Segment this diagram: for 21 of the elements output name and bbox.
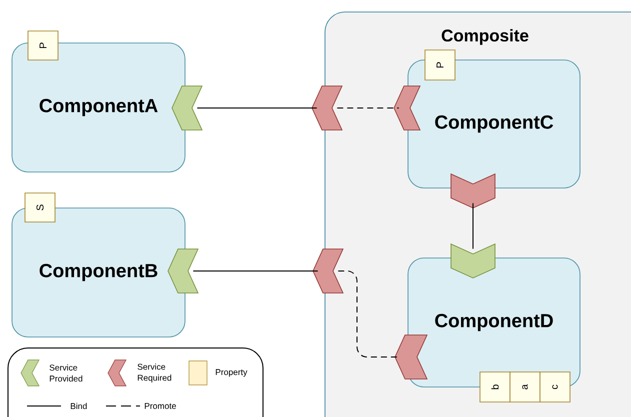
connector xyxy=(472,202,474,250)
legend-label: Service Required xyxy=(138,364,172,382)
legend-label: Promote xyxy=(144,403,176,409)
service-port xyxy=(394,334,428,380)
property-box: S xyxy=(24,192,56,222)
service-port xyxy=(172,86,203,130)
service-port xyxy=(450,173,496,208)
legend-label: Service Provided xyxy=(50,364,82,382)
service-port xyxy=(168,248,199,294)
property-box: P xyxy=(424,50,456,80)
property-box: P xyxy=(28,30,58,60)
service-port xyxy=(312,86,343,130)
legend-label: Property xyxy=(216,369,248,377)
service-port xyxy=(312,248,344,294)
property-box: c xyxy=(540,372,570,402)
property-box: a xyxy=(510,372,540,402)
legend-label: Bind xyxy=(70,402,87,410)
service-port xyxy=(450,243,496,278)
service-port xyxy=(394,86,421,130)
property-box: b xyxy=(480,372,510,402)
connector xyxy=(192,270,318,272)
